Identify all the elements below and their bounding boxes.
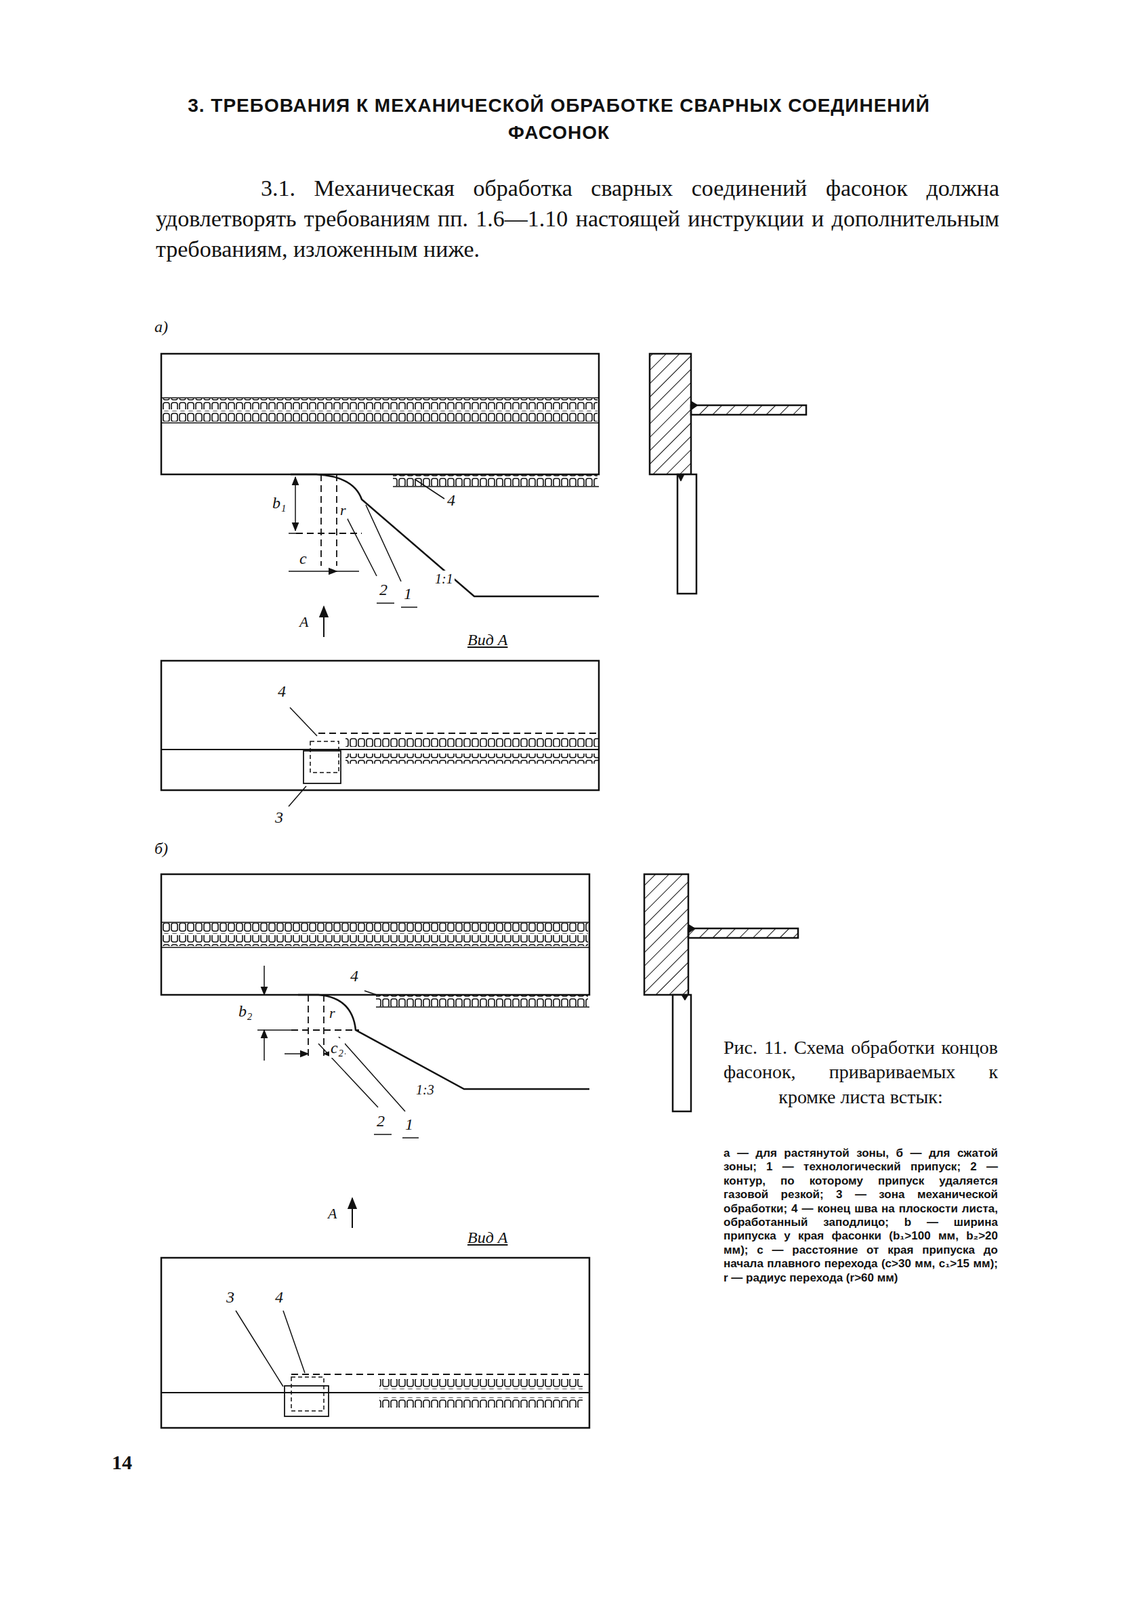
page-number: 14	[111, 1449, 133, 1475]
view-arrow-label: A	[327, 1204, 337, 1223]
callout-number: 4	[348, 966, 360, 986]
callout-number: 3	[224, 1287, 236, 1307]
figure-a	[161, 353, 807, 807]
figure-letter: а)	[154, 317, 169, 337]
callout-number: 4	[273, 1287, 285, 1307]
view-title: Вид А	[467, 1227, 508, 1248]
dimension-label: c₂	[329, 1037, 345, 1058]
slope-label: 1:3	[414, 1081, 436, 1098]
view-title: Вид А	[467, 630, 508, 650]
dimension-label: r	[338, 501, 348, 519]
callout-number: 2	[378, 579, 389, 600]
callout-number: 3	[273, 807, 285, 828]
dimension-label: b₁	[270, 493, 288, 513]
callout-number: 1	[403, 1114, 415, 1135]
figure-caption: Рис. 11. Схема обработки концов фасонок,…	[723, 1035, 998, 1109]
callout-number: 1	[402, 583, 414, 604]
figure-letter: б)	[154, 838, 169, 859]
dimension-label: r	[327, 1003, 337, 1022]
callout-number: 2	[375, 1111, 387, 1131]
callout-number: 4	[445, 490, 457, 511]
callout-number: 4	[276, 681, 288, 702]
view-arrow-label: A	[299, 613, 309, 631]
section-heading: 3. ТРЕБОВАНИЯ К МЕХАНИЧЕСКОЙ ОБРАБОТКЕ С…	[135, 92, 983, 147]
slope-label: 1:1	[433, 570, 455, 587]
figure-b	[161, 873, 799, 1428]
dimension-label: c	[298, 548, 309, 569]
caption-legend-text: а — для растянутой зоны, б — для сжатой …	[723, 1146, 998, 1285]
body-paragraph: 3.1. Механическая обработка сварных соед…	[155, 172, 1000, 265]
dimension-label: b₂	[237, 1001, 254, 1021]
